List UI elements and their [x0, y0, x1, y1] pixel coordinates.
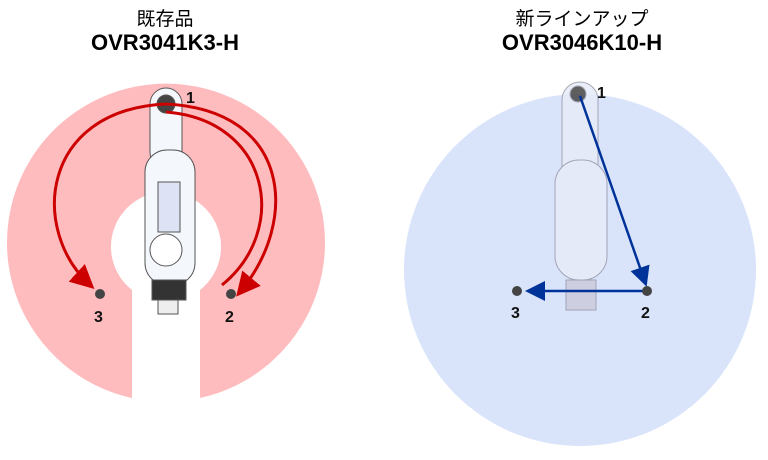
left-workspace-area: [7, 83, 326, 399]
right-model-name: OVR3046K10-H: [501, 30, 663, 55]
right-arrow-1-to-2: [578, 95, 650, 287]
right-label-3: 3: [511, 305, 520, 322]
left-point-3: [95, 289, 105, 299]
right-title: 新ラインアップ OVR3046K10-H: [432, 8, 732, 56]
left-robot-image: [144, 87, 196, 315]
left-arrow-1-to-2-a: [165, 102, 278, 297]
left-label-1: 1: [186, 90, 195, 107]
right-label-1: 1: [597, 85, 606, 102]
right-point-2: [642, 286, 652, 296]
left-model-name: OVR3041K3-H: [91, 30, 239, 55]
right-point-3: [512, 286, 522, 296]
right-subtitle: 新ラインアップ: [515, 8, 649, 30]
left-point-2: [226, 289, 236, 299]
right-label-2: 2: [641, 305, 650, 322]
left-arrow-1-to-3: [52, 102, 167, 290]
left-arrow-1-to-2-b: [165, 110, 264, 287]
left-title: 既存品 OVR3041K3-H: [15, 8, 315, 56]
left-label-2: 2: [225, 309, 234, 326]
left-label-3: 3: [94, 309, 103, 326]
left-subtitle: 既存品: [136, 8, 194, 30]
right-robot-image: [554, 81, 608, 311]
